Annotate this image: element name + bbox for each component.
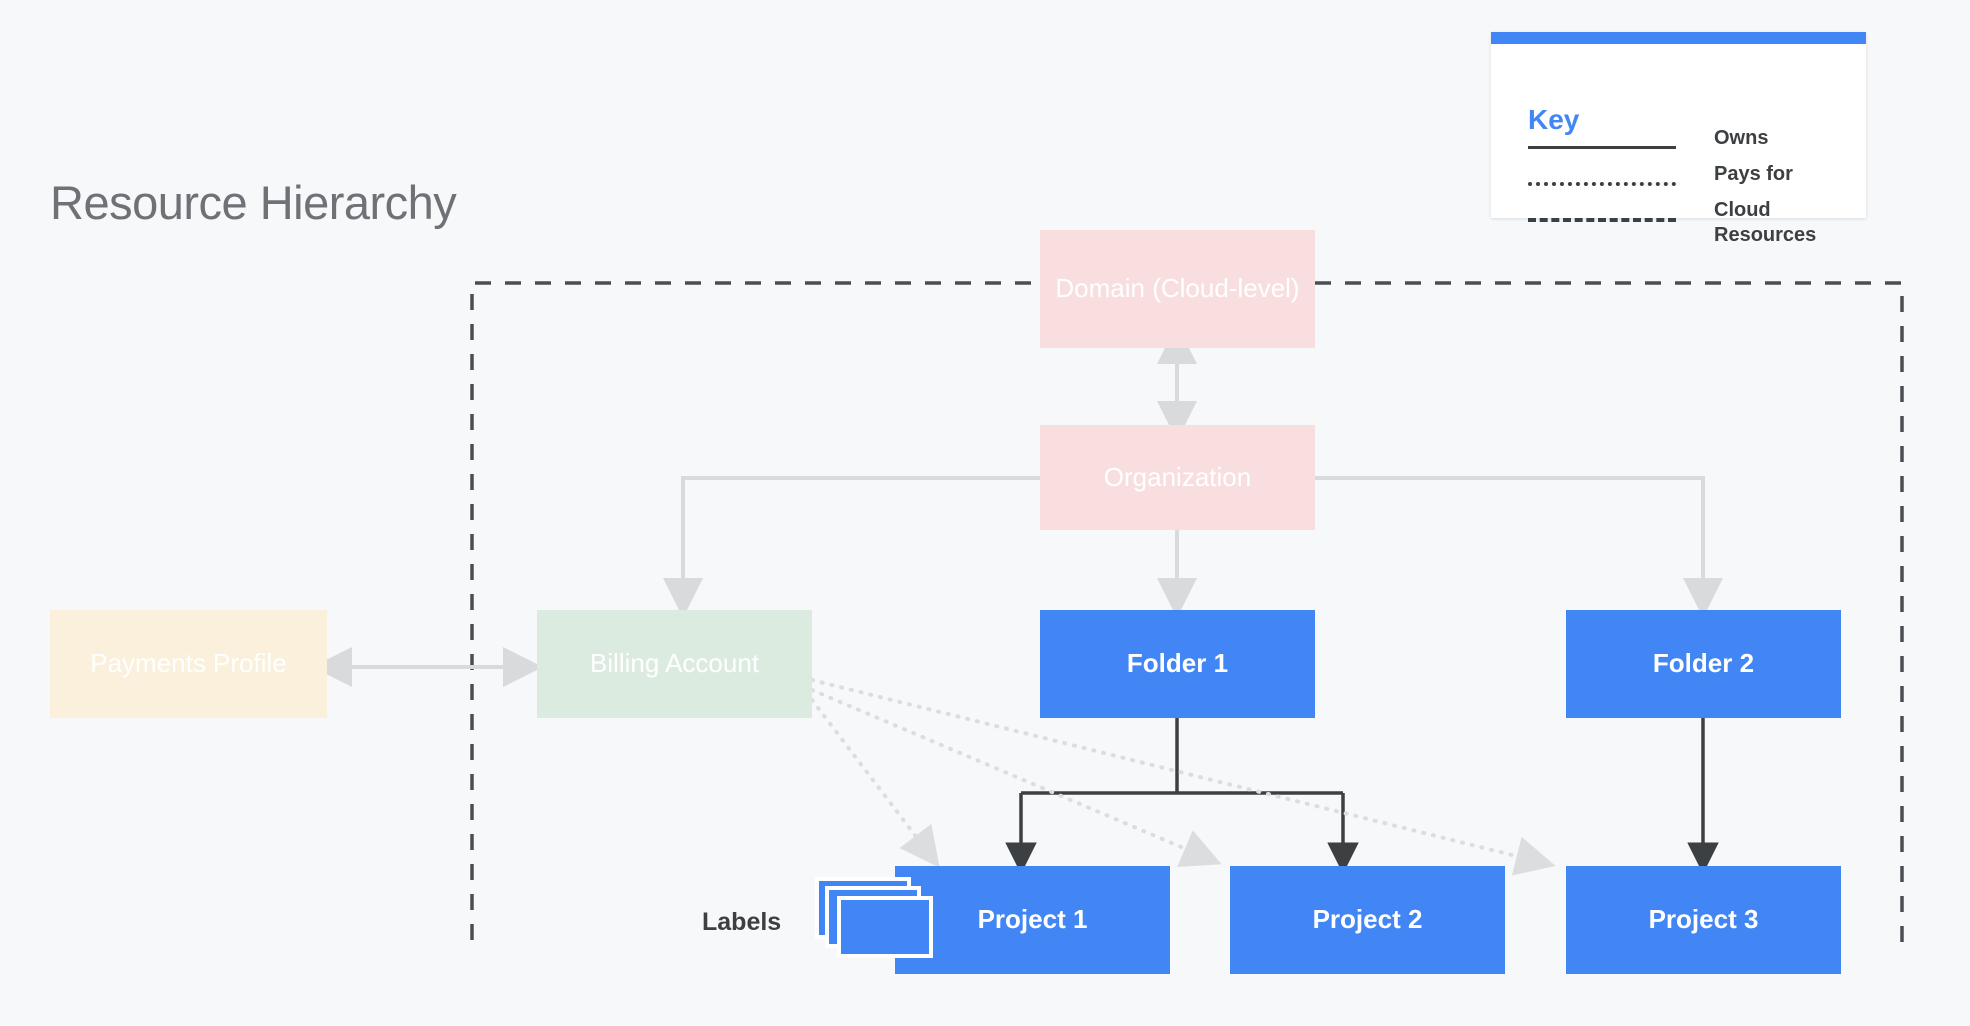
key-title: Key bbox=[1528, 104, 1580, 135]
node-project-3-label: Project 3 bbox=[1648, 904, 1759, 935]
node-organization-label: Organization bbox=[1103, 461, 1252, 492]
key-row-owns: Owns bbox=[1528, 127, 1848, 164]
node-billing-account-label: Billing Account bbox=[589, 648, 760, 679]
node-project-1[interactable]: Project 1 bbox=[895, 866, 1170, 974]
node-folder-1-label: Folder 1 bbox=[1126, 648, 1229, 679]
key-legend-card: Key Owns Pays for Cloud Resources bbox=[1491, 32, 1866, 246]
stacked-card-front bbox=[837, 896, 933, 958]
key-sample-dotted-line bbox=[1528, 166, 1676, 200]
key-label-pays-for: Pays for bbox=[1714, 163, 1793, 185]
node-organization[interactable]: Organization bbox=[1040, 425, 1315, 530]
node-folder-1[interactable]: Folder 1 bbox=[1040, 610, 1315, 718]
node-domain-label: Domain (Cloud-level) bbox=[1055, 273, 1300, 304]
node-project-1-label: Project 1 bbox=[977, 904, 1088, 935]
node-project-2-label: Project 2 bbox=[1312, 904, 1423, 935]
node-domain[interactable]: Domain (Cloud-level) bbox=[1040, 230, 1315, 348]
node-folder-2-label: Folder 2 bbox=[1652, 648, 1755, 679]
node-payments-profile-label: Payments Profile bbox=[90, 648, 287, 679]
page-title: Resource Hierarchy bbox=[50, 176, 457, 229]
key-row-cloud-resources: Cloud Resources bbox=[1528, 199, 1848, 246]
key-sample-dashed-line bbox=[1528, 202, 1676, 236]
node-billing-account[interactable]: Billing Account bbox=[537, 610, 812, 718]
edge-folder1-projects bbox=[1005, 718, 1359, 874]
edge-billing-project1 bbox=[810, 698, 940, 868]
key-accent-bar bbox=[1491, 32, 1866, 44]
edge-organization-billing-account bbox=[663, 476, 1040, 618]
key-sample-solid-line bbox=[1528, 130, 1676, 164]
edge-organization-folder2 bbox=[1315, 476, 1723, 618]
key-row-pays-for: Pays for bbox=[1528, 163, 1848, 200]
node-project-2[interactable]: Project 2 bbox=[1230, 866, 1505, 974]
node-payments-profile[interactable]: Payments Profile bbox=[50, 610, 327, 718]
key-label-owns: Owns bbox=[1714, 127, 1769, 149]
key-label-cloud-resources: Cloud Resources bbox=[1714, 199, 1817, 246]
node-folder-2[interactable]: Folder 2 bbox=[1566, 610, 1841, 718]
labels-group-label: Labels bbox=[702, 908, 782, 936]
stacked-cards-icon[interactable] bbox=[815, 877, 943, 973]
node-project-3[interactable]: Project 3 bbox=[1566, 866, 1841, 974]
